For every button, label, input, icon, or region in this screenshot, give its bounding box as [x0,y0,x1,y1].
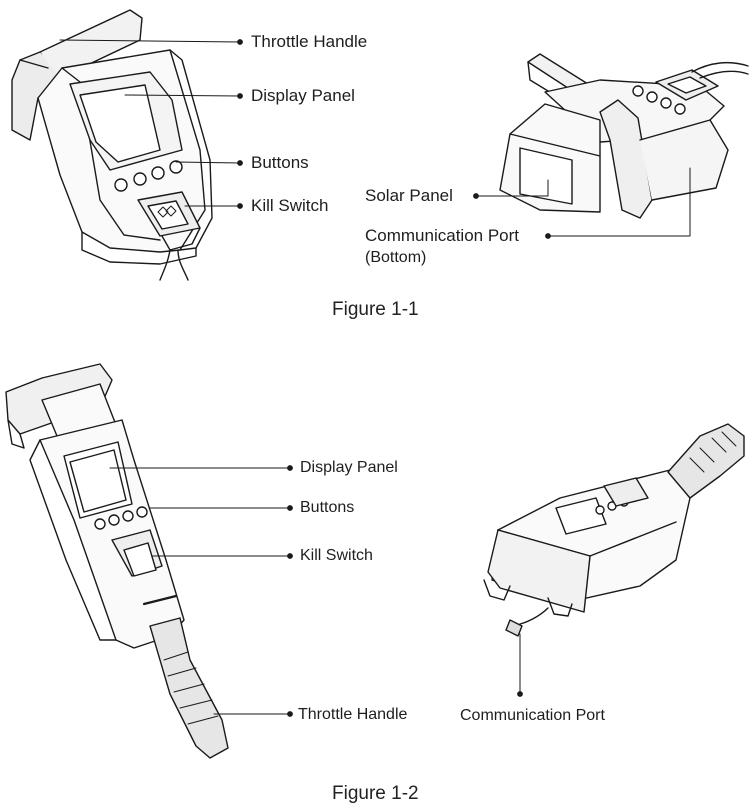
handheld-remote-angled-drawing [483,423,745,637]
label-communication-port-2: Communication Port [460,707,605,724]
label-throttle-handle: Throttle Handle [251,32,368,51]
label-buttons-2: Buttons [300,499,355,516]
remote-front-view-drawing [11,9,213,281]
label-solar-panel: Solar Panel [365,186,453,205]
figure-1-1-caption: Figure 1-1 [332,299,419,320]
leader-lines [59,39,691,717]
label-communication-port-note: (Bottom) [365,249,427,266]
label-display-panel-2: Display Panel [300,459,398,476]
handheld-remote-drawing [5,363,229,759]
figure-1-2-caption: Figure 1-2 [332,783,419,804]
label-throttle-handle-2: Throttle Handle [298,706,408,723]
label-kill-switch-2: Kill Switch [300,547,373,564]
label-kill-switch: Kill Switch [251,196,329,215]
remote-rear-view-drawing [499,53,749,219]
label-buttons: Buttons [251,153,309,172]
label-display-panel: Display Panel [251,86,355,105]
label-communication-port: Communication Port [365,226,520,245]
